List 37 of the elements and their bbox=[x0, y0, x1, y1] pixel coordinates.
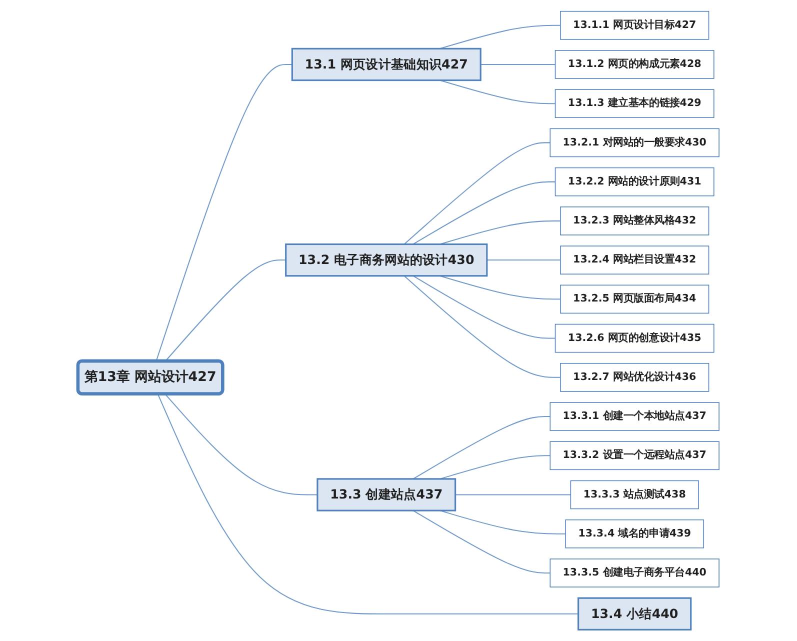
connector bbox=[412, 275, 556, 339]
connector bbox=[412, 510, 550, 574]
node-box bbox=[565, 519, 704, 548]
connector bbox=[412, 416, 550, 480]
connector bbox=[164, 394, 318, 496]
connector bbox=[440, 24, 560, 50]
connector bbox=[404, 275, 560, 378]
node-box bbox=[550, 402, 720, 431]
mind-map-drawing: 第13章 网站设计427 13.1 网页设计基础知识427 13.1.1 网页设计目标427 13.1.2 网页的构成元素428 13.1.3 建立基本的链接429 13.2 电子商务网站的设计430 13.2.1 对网站的一般要求430 13.2.2 网站的设计原则431 13.2.3 网站整体风格432 13.2.4 网站栏目设置432 13.2.5 网页版面布局434 13.2.6 网页的创意设计435 13.2.7 网站优化设计436 13.3 创建站点437 13.3.1 创建一个本地站点437 13.3.2 设置一个远程站点437 13.3.3 站点测试438 13.3.4 域名的申请439 13.3.5 创建电子商务平台440 13.4 小结440 bbox=[5, 5, 792, 636]
node-box bbox=[550, 558, 720, 588]
connector bbox=[440, 220, 560, 245]
connector bbox=[440, 80, 556, 104]
node-box bbox=[578, 597, 692, 630]
connector bbox=[480, 64, 556, 65]
connector bbox=[455, 494, 571, 496]
connector bbox=[412, 181, 556, 245]
connector bbox=[486, 260, 560, 261]
node-box bbox=[285, 243, 488, 277]
node-box bbox=[550, 441, 720, 470]
connector bbox=[157, 394, 578, 614]
connector bbox=[164, 260, 286, 362]
node-box bbox=[560, 10, 710, 40]
node-box bbox=[560, 362, 710, 392]
connector bbox=[404, 142, 550, 245]
node-box bbox=[554, 50, 714, 79]
node-box bbox=[560, 246, 710, 274]
node-box bbox=[554, 89, 714, 118]
connector bbox=[156, 64, 292, 362]
connector bbox=[440, 275, 560, 300]
node-box bbox=[291, 48, 482, 82]
node-box bbox=[550, 128, 720, 158]
node-box bbox=[570, 480, 699, 510]
node-box bbox=[554, 324, 714, 353]
node-box bbox=[554, 167, 714, 196]
node-box bbox=[560, 284, 710, 314]
node-box bbox=[560, 206, 710, 236]
node-box bbox=[316, 478, 456, 512]
